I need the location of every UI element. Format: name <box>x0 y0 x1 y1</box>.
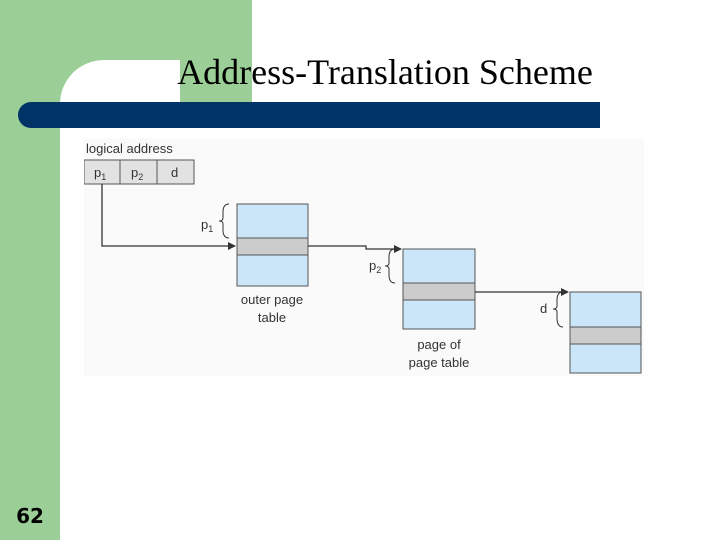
outer-to-inner-arrow <box>308 245 402 253</box>
title-underline-bar <box>18 102 600 128</box>
slide-number: 62 <box>16 504 44 528</box>
logical-address-box <box>84 159 195 185</box>
outer-page-table <box>236 203 309 287</box>
p1-index-arrow <box>101 184 236 250</box>
address-translation-diagram: logical address p1 p2 d p1 outer page ta… <box>84 138 644 376</box>
left-decor-band <box>0 0 60 540</box>
field-p1: p1 <box>94 165 106 182</box>
page-of-page-table <box>402 248 476 330</box>
outer-page-table-label-line1: outer page <box>241 292 303 307</box>
p2-brace <box>384 248 396 284</box>
p1-offset-label: p1 <box>201 217 213 234</box>
slide-title: Address-Translation Scheme <box>177 52 593 92</box>
logical-address-label: logical address <box>86 141 173 156</box>
p2-offset-label: p2 <box>369 258 381 275</box>
d-offset-label: d <box>540 301 547 316</box>
outer-page-table-label-line2: table <box>258 310 286 325</box>
field-d: d <box>171 165 178 180</box>
memory-page <box>569 291 642 374</box>
p1-brace <box>218 203 230 239</box>
d-brace <box>552 291 564 328</box>
page-of-page-table-label-line2: page table <box>409 355 470 370</box>
page-of-page-table-label-line1: page of <box>417 337 461 352</box>
field-p2: p2 <box>131 165 143 182</box>
